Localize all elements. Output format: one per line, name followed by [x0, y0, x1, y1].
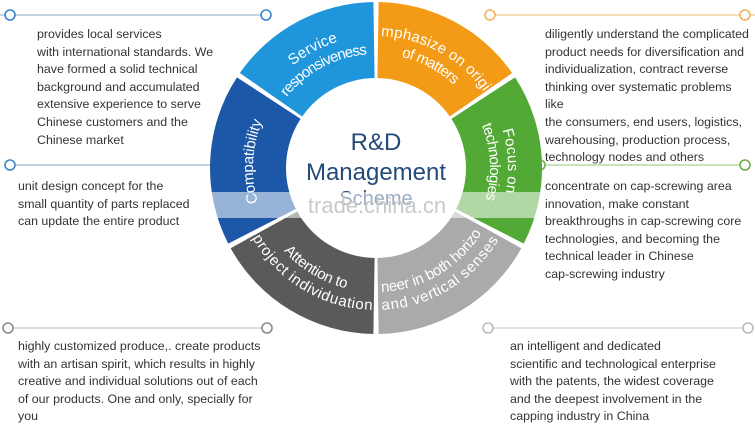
center-title-line1: R&D: [351, 129, 402, 156]
segment-label-focus-1: Focus on: [499, 127, 521, 195]
dot-pioneer-left: [482, 322, 494, 334]
dot-emphasize-left: [484, 9, 496, 21]
dot-service-right: [260, 9, 272, 21]
desc-pioneer: an intelligent and dedicated scientific …: [510, 339, 716, 424]
desc-compatibility: unit design concept for the small quanti…: [18, 179, 190, 229]
desc-attention: highly customized produce,. create produ…: [18, 339, 261, 424]
watermark-text: trade.china.cn: [308, 193, 446, 218]
watermark-band: [0, 192, 755, 218]
dot-service-left: [4, 9, 16, 21]
dot-pioneer-right: [742, 322, 754, 334]
dot-compatibility-left: [4, 159, 16, 171]
dot-focus-right: [739, 159, 751, 171]
dot-emphasize-right: [739, 9, 751, 21]
segment-emphasize: [377, 2, 513, 117]
dot-attention-right: [261, 322, 273, 334]
dot-attention-left: [2, 322, 14, 334]
connector-lines: [0, 14, 755, 329]
desc-service: provides local services with internation…: [37, 27, 214, 147]
desc-emphasize: diligently understand the complicated pr…: [545, 27, 749, 165]
segment-service: [239, 2, 375, 117]
desc-focus: concentrate on cap-screwing area innovat…: [545, 179, 742, 281]
segment-attention: [230, 211, 375, 334]
segment-pioneer: [377, 211, 522, 334]
center-title-line2: Management: [306, 159, 446, 186]
